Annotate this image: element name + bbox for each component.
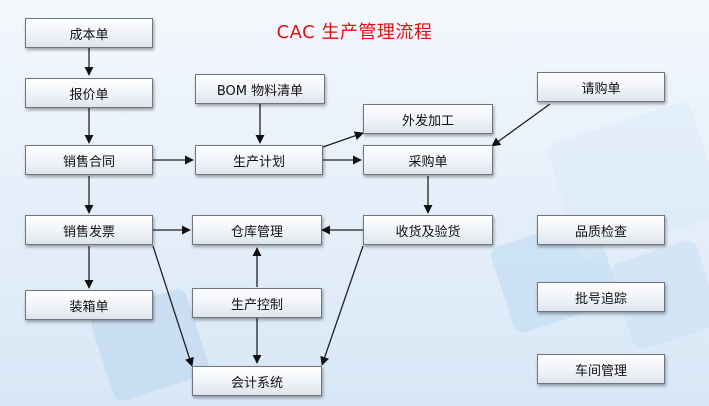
arrow-request-to-purchase <box>491 103 551 147</box>
node-sales-contract[interactable]: 销售合同 <box>25 145 153 175</box>
node-cost-sheet[interactable]: 成本单 <box>25 18 153 48</box>
node-purchase-request[interactable]: 请购单 <box>537 72 665 102</box>
arrow-invoice-to-accounting <box>152 245 194 367</box>
node-outsourcing[interactable]: 外发加工 <box>363 104 493 134</box>
node-batch-tracking[interactable]: 批号追踪 <box>537 282 665 312</box>
node-workshop[interactable]: 车间管理 <box>537 354 665 384</box>
node-accounting[interactable]: 会计系统 <box>192 366 322 396</box>
diagram-title: CAC 生产管理流程 <box>276 22 433 43</box>
node-packing-list[interactable]: 装箱单 <box>25 290 153 320</box>
node-purchase-order[interactable]: 采购单 <box>363 145 493 175</box>
node-bom[interactable]: BOM 物料清单 <box>195 74 325 104</box>
node-sales-invoice[interactable]: 销售发票 <box>25 215 153 245</box>
node-receiving[interactable]: 收货及验货 <box>363 215 493 245</box>
arrow-plan-to-outsourcing <box>322 131 364 148</box>
node-quote[interactable]: 报价单 <box>25 78 153 108</box>
node-production-plan[interactable]: 生产计划 <box>195 145 323 175</box>
arrow-receiving-to-accounting <box>320 245 364 366</box>
node-warehouse[interactable]: 仓库管理 <box>192 215 322 245</box>
node-quality-check[interactable]: 品质检查 <box>537 215 665 245</box>
node-production-control[interactable]: 生产控制 <box>192 288 322 318</box>
